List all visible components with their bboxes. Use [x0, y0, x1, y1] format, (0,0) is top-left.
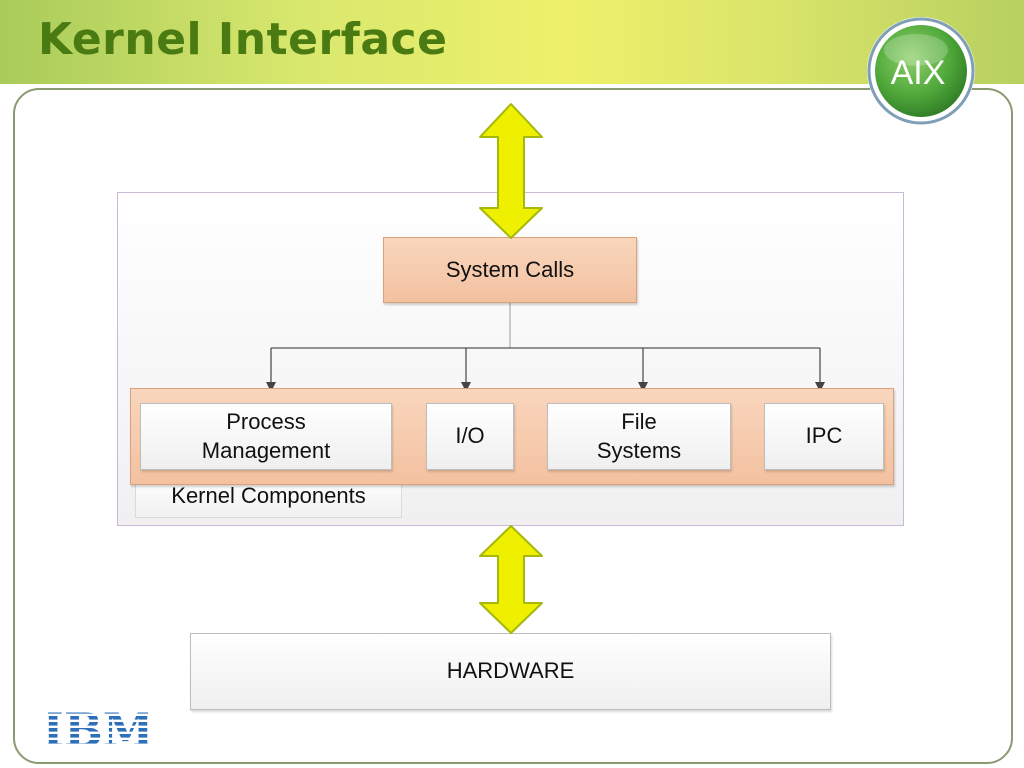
ibm-logo-text: IBM [48, 704, 148, 752]
ipc-box: IPC [764, 403, 884, 470]
header-band [0, 0, 1024, 84]
hardware-box: HARDWARE [190, 633, 831, 710]
slide-title: Kernel Interface [38, 14, 448, 65]
kernel-components-label: Kernel Components [135, 474, 402, 518]
ibm-logo: IBM [42, 703, 153, 757]
system-calls-box: System Calls [383, 237, 637, 303]
file-systems-box: File Systems [547, 403, 731, 470]
process-management-box: Process Management [140, 403, 392, 470]
aix-logo: AIX [866, 16, 976, 126]
aix-logo-text: AIX [891, 54, 946, 92]
io-box: I/O [426, 403, 514, 470]
